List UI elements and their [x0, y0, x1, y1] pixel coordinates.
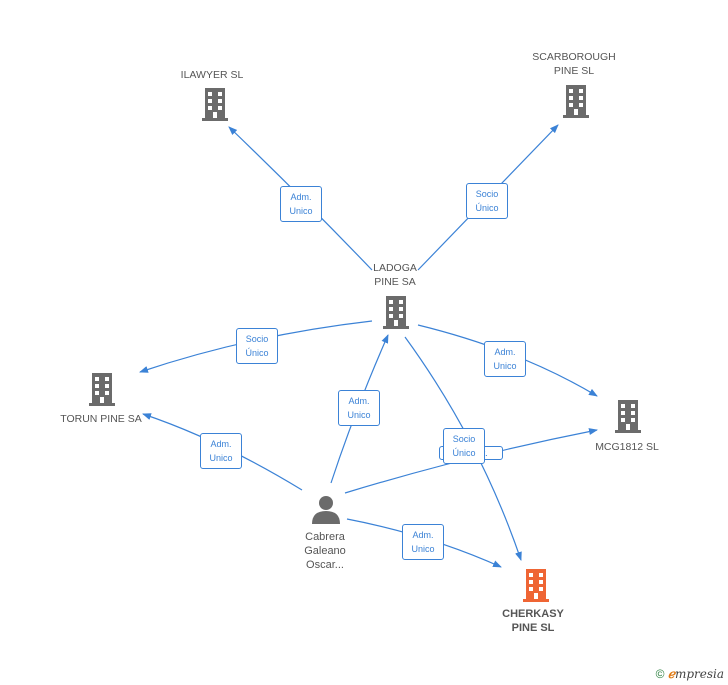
edge-label-line2: Unico: [347, 410, 371, 420]
edge-label-ladoga-scarborough[interactable]: Socio Único: [466, 183, 508, 219]
building-icon-scarborough[interactable]: [563, 85, 589, 118]
node-label-mcg[interactable]: MCG1812 SL: [595, 441, 659, 453]
edge-label-line2: Único: [245, 348, 269, 358]
node-label-person-line1: Cabrera: [305, 531, 345, 543]
edge-label-line1: Socio: [452, 434, 476, 444]
edge-label-line1: Adm.: [210, 439, 232, 449]
node-label-ladoga-line2: PINE SA: [374, 276, 416, 288]
node-label-cherkasy-line2: PINE SL: [511, 622, 555, 634]
edge-label-ladoga-mcg[interactable]: Adm. Unico: [484, 341, 526, 377]
node-label-ladoga[interactable]: LADOGA PINE SA: [373, 261, 417, 289]
edge-label-line1: Adm.: [290, 192, 312, 202]
edge-label-ladoga-torun[interactable]: Socio Único: [236, 328, 278, 364]
edge-label-line2: Unico: [493, 361, 517, 371]
node-label-ilawyer[interactable]: ILAWYER SL: [180, 69, 244, 81]
copyright-symbol: ©: [655, 667, 665, 681]
edge-label-person-cherkasy[interactable]: Adm. Unico: [402, 524, 444, 560]
building-icon-torun[interactable]: [89, 373, 115, 406]
building-icon-cherkasy[interactable]: [523, 569, 549, 602]
building-icon-mcg[interactable]: [615, 400, 641, 433]
edge-label-line1: Adm.: [412, 530, 434, 540]
edge-label-line2: Unico: [209, 453, 233, 463]
edge-label-ladoga-cherkasy[interactable]: Socio Único: [443, 428, 485, 464]
node-label-scarborough-line1: SCARBOROUGH: [532, 51, 616, 63]
building-icon-ilawyer[interactable]: [202, 88, 228, 121]
empresia-logo: ℯmpresia: [667, 667, 724, 681]
edge-label-line2: Unico: [289, 206, 313, 216]
node-label-person-line3: Oscar...: [306, 559, 344, 571]
node-label-scarborough[interactable]: SCARBOROUGH PINE SL: [532, 50, 615, 78]
node-label-ladoga-line1: LADOGA: [373, 262, 417, 274]
edge-label-line1: Adm.: [494, 347, 516, 357]
edge-label-line1: Adm.: [348, 396, 370, 406]
node-label-person[interactable]: Cabrera Galeano Oscar...: [304, 530, 346, 572]
copyright-notice: © ℯmpresia: [656, 667, 724, 681]
edge-label-line2: Único: [475, 203, 499, 213]
person-icon[interactable]: [312, 496, 340, 524]
edge-label-line2: Unico: [411, 544, 435, 554]
node-label-torun[interactable]: TORUN PINE SA: [60, 413, 142, 425]
edge-label-person-torun[interactable]: Adm. Unico: [200, 433, 242, 469]
edge-label-person-ladoga[interactable]: Adm. Unico: [338, 390, 380, 426]
node-label-cherkasy[interactable]: CHERKASY PINE SL: [502, 607, 564, 635]
edge-label-ladoga-ilawyer[interactable]: Adm. Unico: [280, 186, 322, 222]
node-label-person-line2: Galeano: [304, 545, 346, 557]
edge-label-line2: Único: [452, 448, 476, 458]
node-label-cherkasy-line1: CHERKASY: [502, 608, 564, 620]
edge-label-line1: Socio: [475, 189, 499, 199]
building-icon-ladoga[interactable]: [383, 296, 409, 329]
node-label-scarborough-line2: PINE SL: [553, 65, 595, 77]
edge-label-line1: Socio: [245, 334, 269, 344]
